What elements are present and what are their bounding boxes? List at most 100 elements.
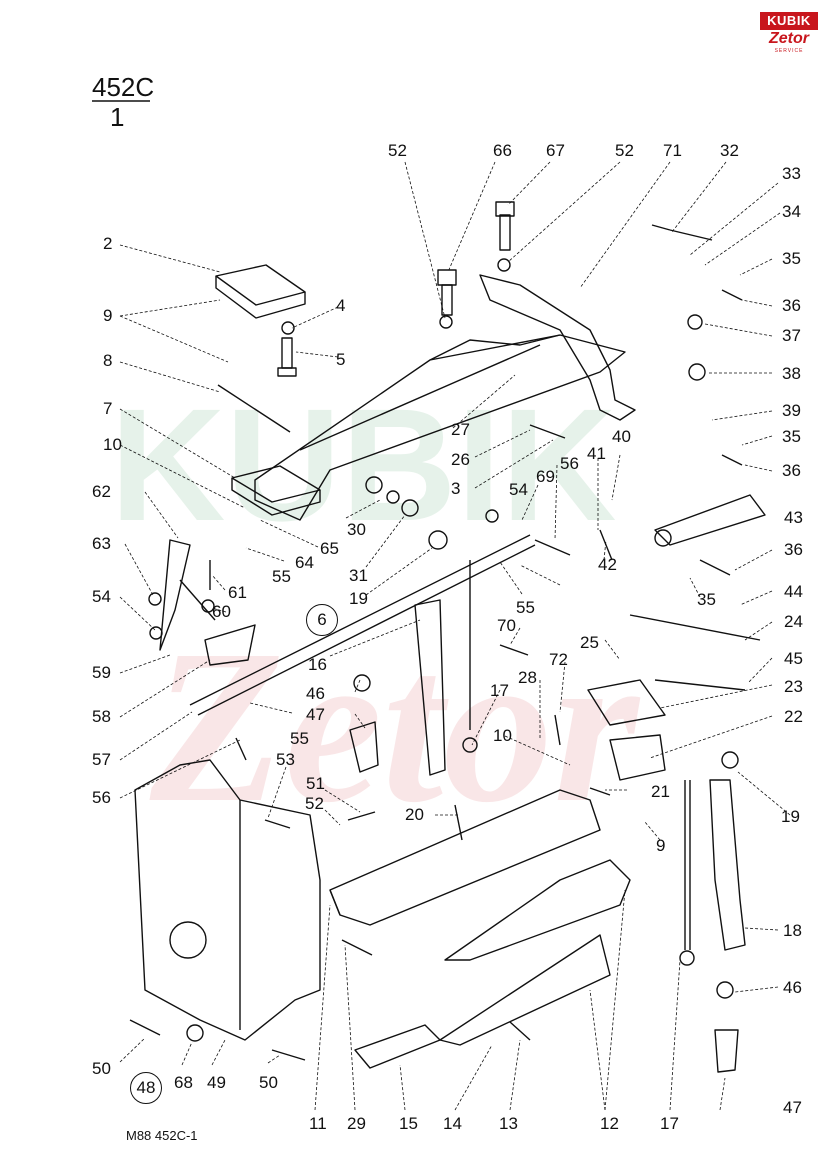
part-callout-66: 66: [493, 141, 512, 160]
part-callout-62: 62: [92, 482, 111, 501]
upper-frame: [254, 334, 626, 521]
part-callout-55: 55: [516, 598, 535, 617]
part-callout-17: 17: [490, 681, 509, 700]
part-callout-67: 67: [546, 141, 565, 160]
logo-zetor-text: Zetor: [769, 30, 809, 47]
side-plate: [134, 759, 321, 1041]
upright-link: [414, 599, 446, 776]
bolt: [281, 337, 293, 369]
part-callout-60: 60: [212, 602, 231, 621]
drawing-reference: M88 452C-1: [126, 1128, 198, 1143]
part-callout-24: 24: [784, 612, 803, 631]
kubik-zetor-logo: KUBIK Zetor SERVICE: [760, 12, 818, 64]
part-callout-52: 52: [388, 141, 407, 160]
loop-handle: [479, 274, 636, 421]
part-callout-30: 30: [347, 520, 366, 539]
part-callout-15: 15: [399, 1114, 418, 1133]
part-callout-34: 34: [782, 202, 801, 221]
part-callout-52: 52: [615, 141, 634, 160]
part-callout-18: 18: [783, 921, 802, 940]
part-callout-40: 40: [612, 427, 631, 446]
part-callout-69: 69: [536, 467, 555, 486]
part-callout-41: 41: [587, 444, 606, 463]
part-callout-55: 55: [272, 567, 291, 586]
part-callout-46: 46: [306, 684, 325, 703]
part-callout-3: 3: [451, 479, 461, 498]
part-callout-47: 47: [306, 705, 325, 724]
part-callout-52: 52: [305, 794, 324, 813]
link-arm: [354, 1024, 441, 1069]
part-callout-23: 23: [784, 677, 803, 696]
part-callout-28: 28: [518, 668, 537, 687]
part-callout-19: 19: [349, 589, 368, 608]
part-callout-71: 71: [663, 141, 682, 160]
part-callout-65: 65: [320, 539, 339, 558]
part-callout-56: 56: [560, 454, 579, 473]
part-callout-72: 72: [549, 650, 568, 669]
page-subtitle: 1: [110, 102, 125, 132]
part-callout-49: 49: [207, 1073, 226, 1092]
part-callout-57: 57: [92, 750, 111, 769]
part-callout-9: 9: [656, 836, 666, 855]
part-callout-37: 37: [782, 326, 801, 345]
part-callout-59: 59: [92, 663, 111, 682]
part-callout-50: 50: [259, 1073, 278, 1092]
part-callout-54: 54: [92, 587, 111, 606]
part-callout-43: 43: [784, 508, 803, 527]
part-callout-4: 4: [336, 296, 346, 315]
part-callout-33: 33: [782, 164, 801, 183]
part-callout-55: 55: [290, 729, 309, 748]
part-callout-70: 70: [497, 616, 516, 635]
svg-text:KUBIK: KUBIK: [110, 375, 617, 554]
part-callout-39: 39: [782, 401, 801, 420]
part-callout-27: 27: [451, 420, 470, 439]
part-callout-44: 44: [784, 582, 803, 601]
part-callout-19: 19: [781, 807, 800, 826]
watermark: KUBIK Zetor: [110, 375, 641, 848]
lift-rod: [709, 779, 746, 951]
part-callout-11: 11: [309, 1114, 327, 1133]
part-callout-35: 35: [697, 590, 716, 609]
part-callout-47: 47: [783, 1098, 802, 1117]
part-callout-25: 25: [580, 633, 599, 652]
part-callout-63: 63: [92, 534, 111, 553]
logo-service-text: SERVICE: [774, 48, 804, 54]
part-callout-53: 53: [276, 750, 295, 769]
part-callout-16: 16: [308, 655, 327, 674]
clamp-plate: [215, 264, 306, 306]
part-callout-36: 36: [782, 296, 801, 315]
long-rod: [189, 534, 531, 706]
part-callout-42: 42: [598, 555, 617, 574]
svg-text:Zetor: Zetor: [149, 604, 641, 848]
part-callout-35: 35: [782, 427, 801, 446]
part-callout-64: 64: [295, 553, 314, 572]
part-callout-50: 50: [92, 1059, 111, 1078]
part-callout-38: 38: [782, 364, 801, 383]
page-title: 452C: [92, 72, 155, 102]
part-callout-61: 61: [228, 583, 247, 602]
part-callout-8: 8: [103, 351, 113, 370]
part-callout-56: 56: [92, 788, 111, 807]
part-callout-2: 2: [103, 234, 113, 253]
part-callout-20: 20: [405, 805, 424, 824]
part-callout-5: 5: [336, 350, 346, 369]
part-callout-7: 7: [103, 399, 113, 418]
part-callout-22: 22: [784, 707, 803, 726]
part-callout-46: 46: [783, 978, 802, 997]
rod-24: [629, 614, 761, 641]
part-callout-17: 17: [660, 1114, 679, 1133]
part-callout-48: 48: [130, 1072, 162, 1104]
part-callout-12: 12: [600, 1114, 619, 1133]
part-callout-45: 45: [784, 649, 803, 668]
part-callout-26: 26: [451, 450, 470, 469]
part-callout-29: 29: [347, 1114, 366, 1133]
part-callout-68: 68: [174, 1073, 193, 1092]
part-callout-32: 32: [720, 141, 739, 160]
part-callout-9: 9: [103, 306, 113, 325]
part-callout-36: 36: [784, 540, 803, 559]
part-callout-54: 54: [509, 480, 528, 499]
part-callout-35: 35: [782, 249, 801, 268]
part-callout-31: 31: [349, 566, 368, 585]
